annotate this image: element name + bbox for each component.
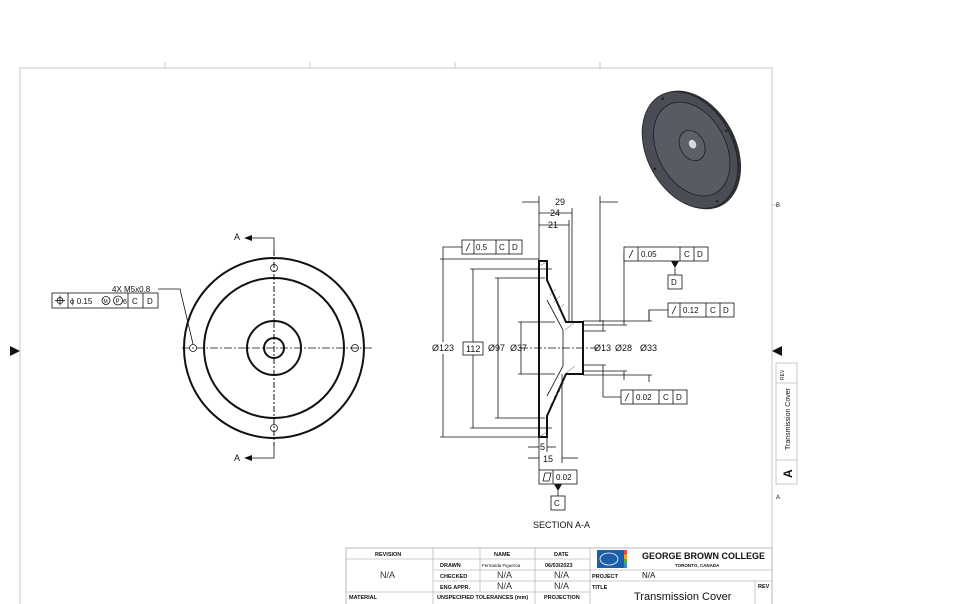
center-mark-left-icon <box>10 346 20 356</box>
svg-text:REV: REV <box>758 584 770 590</box>
title-block: REVISION N/A NAME DATE DRAWN Fernanda Fi… <box>345 547 773 604</box>
svg-text:D: D <box>697 250 703 259</box>
svg-text:DATE: DATE <box>554 552 569 558</box>
zone-ticks <box>164 62 778 206</box>
datum-c: C <box>554 499 560 508</box>
svg-text:N/A: N/A <box>497 581 512 591</box>
hatching <box>538 261 576 438</box>
section-title: SECTION A-A <box>533 520 590 530</box>
projected-zone-icon <box>113 295 123 306</box>
svg-text:DRAWN: DRAWN <box>440 563 461 569</box>
dim-dia-97: Ø97 <box>488 343 505 353</box>
section-arrow-top-icon <box>244 235 252 241</box>
svg-text:C: C <box>710 306 716 315</box>
svg-text:P: P <box>116 299 120 305</box>
hole-note: 4X M5x0.8 <box>112 285 151 294</box>
svg-text:MATERIAL: MATERIAL <box>349 595 378 601</box>
svg-text:M: M <box>104 299 108 305</box>
isometric-view <box>641 90 742 210</box>
center-mark-right-icon <box>772 346 782 356</box>
dim-dia-13: Ø13 <box>594 343 611 353</box>
runout-icon <box>465 242 471 252</box>
dim-29: 29 <box>555 197 565 207</box>
svg-text:REV: REV <box>780 369 786 380</box>
svg-text:PROJECTION: PROJECTION <box>544 595 580 601</box>
svg-text:ENG APPR.: ENG APPR. <box>440 585 471 591</box>
svg-text:0.02: 0.02 <box>636 393 652 402</box>
svg-text:A: A <box>781 469 795 478</box>
dim-dia-37: Ø37 <box>510 343 527 353</box>
svg-text:TITLE: TITLE <box>592 585 608 591</box>
svg-text:UNSPECIFIED TOLERANCES (mm): UNSPECIFIED TOLERANCES (mm) <box>437 595 528 601</box>
drawn-name: Fernanda Figueroa <box>482 563 521 568</box>
svg-text:D: D <box>723 306 729 315</box>
flatness-icon <box>542 472 552 482</box>
mmc-modifier-icon <box>101 296 111 305</box>
section-view <box>440 196 652 470</box>
dim-24: 24 <box>550 208 560 218</box>
runout-fcf-0-5: 0.5 C D <box>442 239 523 259</box>
dim-dia-123: Ø123 <box>432 343 454 353</box>
runout-fcf-0-05: 0.05 C D D <box>623 246 709 290</box>
svg-text:C: C <box>663 393 669 402</box>
hole-note-leader <box>158 288 194 345</box>
zone-label-a: A <box>776 495 780 501</box>
svg-text:NAME: NAME <box>494 552 511 558</box>
position-fcf: ϕ 0.15 M P 6 C D <box>51 292 159 309</box>
runout-fcf-0-12: 0.12 C D <box>648 302 735 321</box>
dim-21: 21 <box>548 220 558 230</box>
section-label-top: A <box>234 232 240 242</box>
svg-text:D: D <box>676 393 682 402</box>
section-label-bottom: A <box>234 453 240 463</box>
svg-text:C: C <box>684 250 690 259</box>
svg-text:Transmission Cover: Transmission Cover <box>785 387 792 450</box>
svg-text:ϕ 0.15: ϕ 0.15 <box>70 297 93 306</box>
svg-text:0.05: 0.05 <box>641 250 657 259</box>
svg-text:N/A: N/A <box>497 570 512 580</box>
project-value: N/A <box>642 571 656 580</box>
dim-dia-123-backdrop <box>431 342 457 354</box>
svg-text:0.02: 0.02 <box>556 473 572 482</box>
dim-112: 112 <box>466 344 480 354</box>
datum-triangle-icon <box>671 261 679 268</box>
zone-label-b: B <box>776 203 780 209</box>
runout-icon <box>624 392 630 402</box>
section-arrow-bottom-icon <box>244 455 252 461</box>
section-dimension-text: 29 24 21 Ø123 112 Ø97 Ø37 Ø13 Ø28 Ø33 5 … <box>431 197 657 464</box>
svg-text:TORONTO, CANADA: TORONTO, CANADA <box>675 563 720 568</box>
svg-text:0.12: 0.12 <box>683 306 699 315</box>
runout-icon <box>628 249 634 259</box>
college-logo <box>597 550 627 568</box>
svg-text:N/A: N/A <box>554 581 569 591</box>
datum-d: D <box>671 278 677 287</box>
svg-text:6: 6 <box>123 299 127 306</box>
svg-text:C: C <box>499 243 505 252</box>
svg-text:C: C <box>132 297 138 306</box>
svg-text:REVISION: REVISION <box>375 552 401 558</box>
runout-fcf-0-02: 0.02 C D <box>603 389 688 405</box>
dim-15: 15 <box>543 454 553 464</box>
revision-value: N/A <box>380 570 395 580</box>
section-outline <box>538 260 584 438</box>
dim-dia-28: Ø28 <box>615 343 632 353</box>
svg-text:0.5: 0.5 <box>476 243 488 252</box>
dim-dia-33: Ø33 <box>640 343 657 353</box>
position-icon <box>55 295 65 306</box>
front-view <box>182 235 373 461</box>
flatness-fcf: 0.02 C <box>538 469 578 511</box>
svg-text:N/A: N/A <box>554 570 569 580</box>
svg-text:PROJECT: PROJECT <box>592 574 619 580</box>
sheet-border <box>19 67 773 604</box>
datum-triangle-icon <box>554 484 562 491</box>
drawing-title: Transmission Cover <box>634 591 732 603</box>
side-title-strip: REV Transmission Cover A <box>775 362 798 485</box>
svg-text:D: D <box>147 297 153 306</box>
svg-text:D: D <box>512 243 518 252</box>
svg-text:CHECKED: CHECKED <box>440 574 467 580</box>
dim-5: 5 <box>540 442 545 452</box>
drawn-date: 06/03/2023 <box>545 563 573 569</box>
college-name: GEORGE BROWN COLLEGE <box>642 551 765 561</box>
runout-icon <box>671 305 677 315</box>
